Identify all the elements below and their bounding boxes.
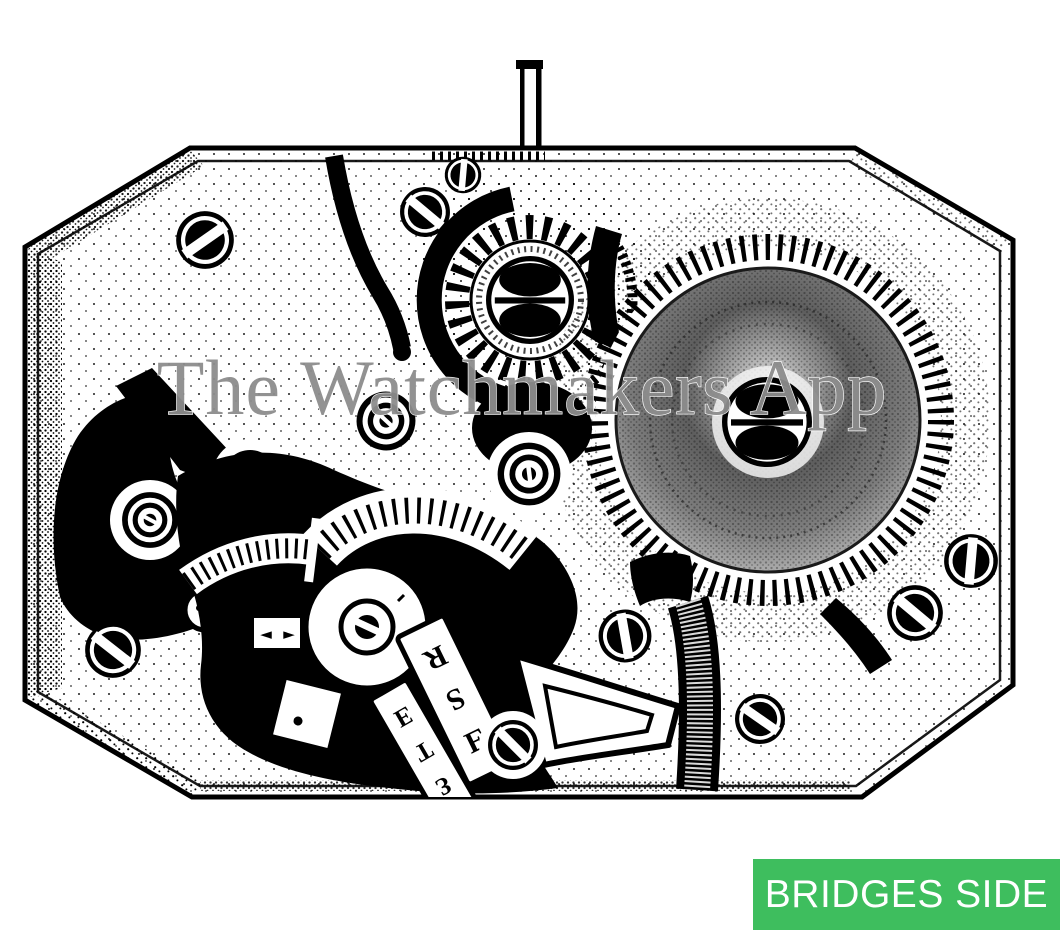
sector-teeth: [182, 538, 314, 591]
bridge-curve-band: [325, 154, 411, 350]
topright-cut-shading: [850, 150, 1011, 252]
stud-square: [273, 680, 341, 748]
column-upper-patch: [630, 552, 693, 606]
barrel-lower-band: [820, 598, 892, 674]
winding-stem: [516, 60, 543, 150]
side-label-text: BRIDGES SIDE: [764, 873, 1049, 916]
index-arrow-left: ◄: [260, 625, 272, 643]
crown-pocket-left-arc: [416, 186, 515, 414]
cock-arm-strip-2: Ǝ T Ɛ: [368, 678, 480, 797]
barrel-teeth: [582, 234, 954, 606]
side-label-badge[interactable]: BRIDGES SIDE: [753, 859, 1060, 930]
balance-cock-group: ◄ ► R S Ǝ Ǝ T Ɛ: [176, 452, 721, 797]
small-screw: [443, 155, 483, 195]
case-screw: [944, 534, 997, 587]
regulator-index-window: ◄ ►: [250, 614, 304, 652]
ring-screw: [125, 495, 175, 545]
barrel-wheel-group: [546, 198, 990, 674]
left-edge-shading: [27, 249, 62, 698]
topleft-cut-shading: [28, 150, 204, 262]
stem-cap: [516, 60, 543, 69]
regulator-scale-ticks: [310, 497, 533, 563]
crown-wheel-screw: [489, 259, 572, 342]
plate-interior: ◄ ► R S Ǝ Ǝ T Ɛ: [25, 148, 1013, 797]
regulator-pointer: [304, 517, 321, 583]
bridge-finger: [511, 651, 682, 769]
bottomleft-cut-shading: [29, 692, 202, 797]
watermark-text: The Watchmakers App: [157, 344, 887, 431]
index-arrow-right: ►: [283, 625, 295, 643]
